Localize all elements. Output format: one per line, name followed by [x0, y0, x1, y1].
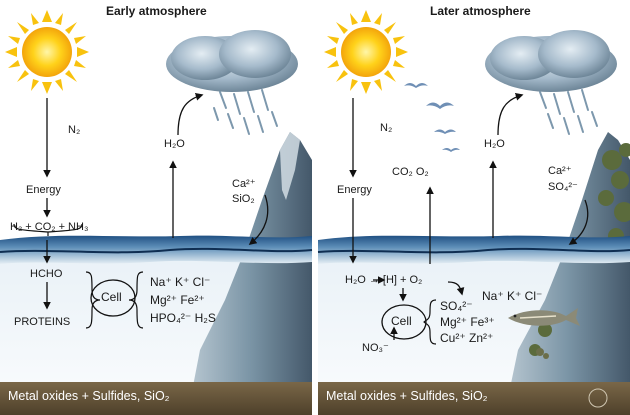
right-gases-label: CO₂ O₂	[392, 166, 429, 178]
right-cell-label: Cell	[391, 314, 412, 328]
left-n2-label: N₂	[68, 124, 81, 136]
left-ions-line-1: Na⁺ K⁺ Cl⁻	[150, 275, 211, 289]
mountain-icon	[188, 132, 312, 412]
left-proteins-label: PROTEINS	[14, 316, 71, 328]
arrow-icon	[43, 93, 269, 310]
right-nitrate-label: NO₃⁻	[362, 342, 389, 354]
rain-cloud-icon	[485, 30, 617, 135]
bird-icon	[404, 83, 460, 152]
right-cell-outline	[381, 304, 427, 340]
mountain-icon	[505, 132, 630, 412]
right-h2o-label: H₂O	[484, 138, 505, 150]
right-sediment-label: Metal oxides + Sulfides, SiO₂	[326, 389, 488, 403]
sun-icon	[324, 10, 408, 94]
left-sediment	[0, 382, 312, 415]
right-n2-label: N₂	[380, 122, 393, 134]
left-energy-label: Energy	[26, 184, 61, 196]
right-sediment	[318, 382, 630, 415]
panel-divider	[312, 0, 318, 415]
right-runoff-so4: SO₄²⁻	[548, 181, 578, 193]
left-cell-label: Cell	[101, 290, 122, 304]
left-cell-outline	[90, 279, 136, 317]
right-ions-line-3: Cu²⁺ Zn²⁺	[440, 331, 494, 345]
right-ions-line-2: Mg²⁺ Fe³⁺	[440, 315, 495, 329]
right-energy-label: Energy	[337, 184, 372, 196]
rain-cloud-icon	[166, 30, 298, 135]
right-runoff-ca: Ca²⁺	[548, 165, 572, 177]
right-ions-line-1: SO₄²⁻	[440, 299, 473, 313]
left-ions-line-2: Mg²⁺ Fe²⁺	[150, 293, 205, 307]
left-hcho-label: HCHO	[30, 268, 63, 280]
fish-icon	[508, 308, 580, 326]
right-water-surface	[318, 235, 630, 264]
left-water-surface	[0, 235, 312, 264]
left-sediment-label: Metal oxides + Sulfides, SiO₂	[8, 389, 170, 403]
sun-icon	[5, 10, 89, 94]
logo-icon	[588, 388, 608, 408]
right-ions-sodium: Na⁺ K⁺ Cl⁻	[482, 289, 543, 303]
right-panel-title: Later atmosphere	[430, 4, 531, 18]
left-runoff-sio2: SiO₂	[232, 193, 255, 205]
right-reaction-label: H₂O → [H] + O₂	[345, 274, 423, 286]
left-panel-title: Early atmosphere	[106, 4, 207, 18]
left-runoff-ca: Ca²⁺	[232, 178, 256, 190]
left-reactants-label: H₂ + CO₂ + NH₃	[10, 221, 89, 233]
left-ions-line-3: HPO₄²⁻ H₂S	[150, 311, 216, 325]
arrow-icon	[349, 93, 589, 340]
left-h2o-label: H₂O	[164, 138, 185, 150]
